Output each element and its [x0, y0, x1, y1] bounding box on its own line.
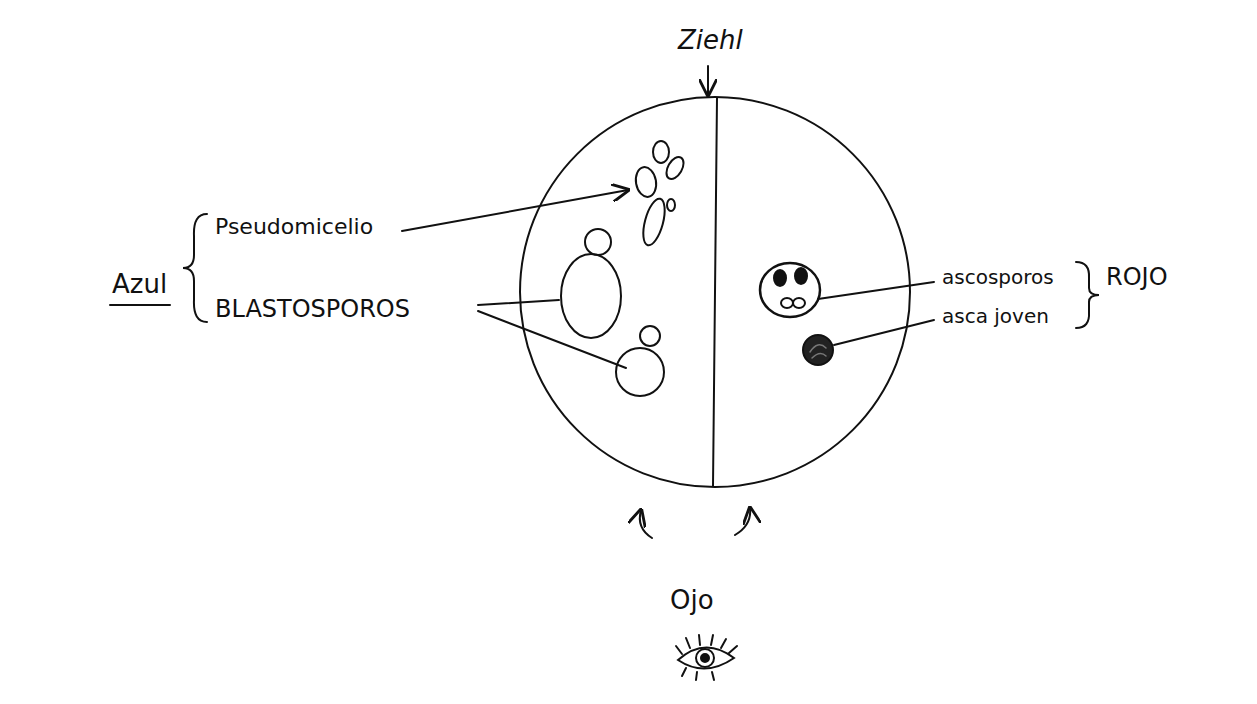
field-circle — [520, 97, 910, 487]
leader-arrow — [402, 190, 628, 231]
leader-line — [478, 300, 559, 305]
structure-label: BLASTOSPOROS — [215, 296, 410, 324]
viewer-label: Ojo — [670, 586, 714, 616]
stain-arrow — [707, 66, 709, 95]
leader-line — [478, 311, 626, 368]
young-ascus — [803, 335, 833, 365]
view-arrow — [640, 510, 652, 538]
color-label: Azul — [112, 270, 167, 300]
structure-label: asca joven — [942, 305, 1049, 328]
pseudomycelium-cells — [634, 141, 688, 248]
divider-line — [713, 98, 717, 486]
leader-line — [834, 320, 934, 345]
leader-line — [818, 282, 934, 299]
stain-label: Ziehl — [678, 26, 743, 56]
eye-symbol — [676, 635, 737, 680]
underline — [110, 304, 170, 306]
structure-label: ascosporos — [942, 266, 1054, 289]
color-label: ROJO — [1106, 264, 1168, 292]
view-arrow — [735, 508, 750, 535]
right-brace — [1076, 262, 1099, 328]
ascus-with-spores — [760, 263, 820, 317]
left-brace — [183, 214, 207, 322]
blastospore-cells — [561, 229, 664, 396]
structure-label: Pseudomicelio — [215, 214, 373, 239]
